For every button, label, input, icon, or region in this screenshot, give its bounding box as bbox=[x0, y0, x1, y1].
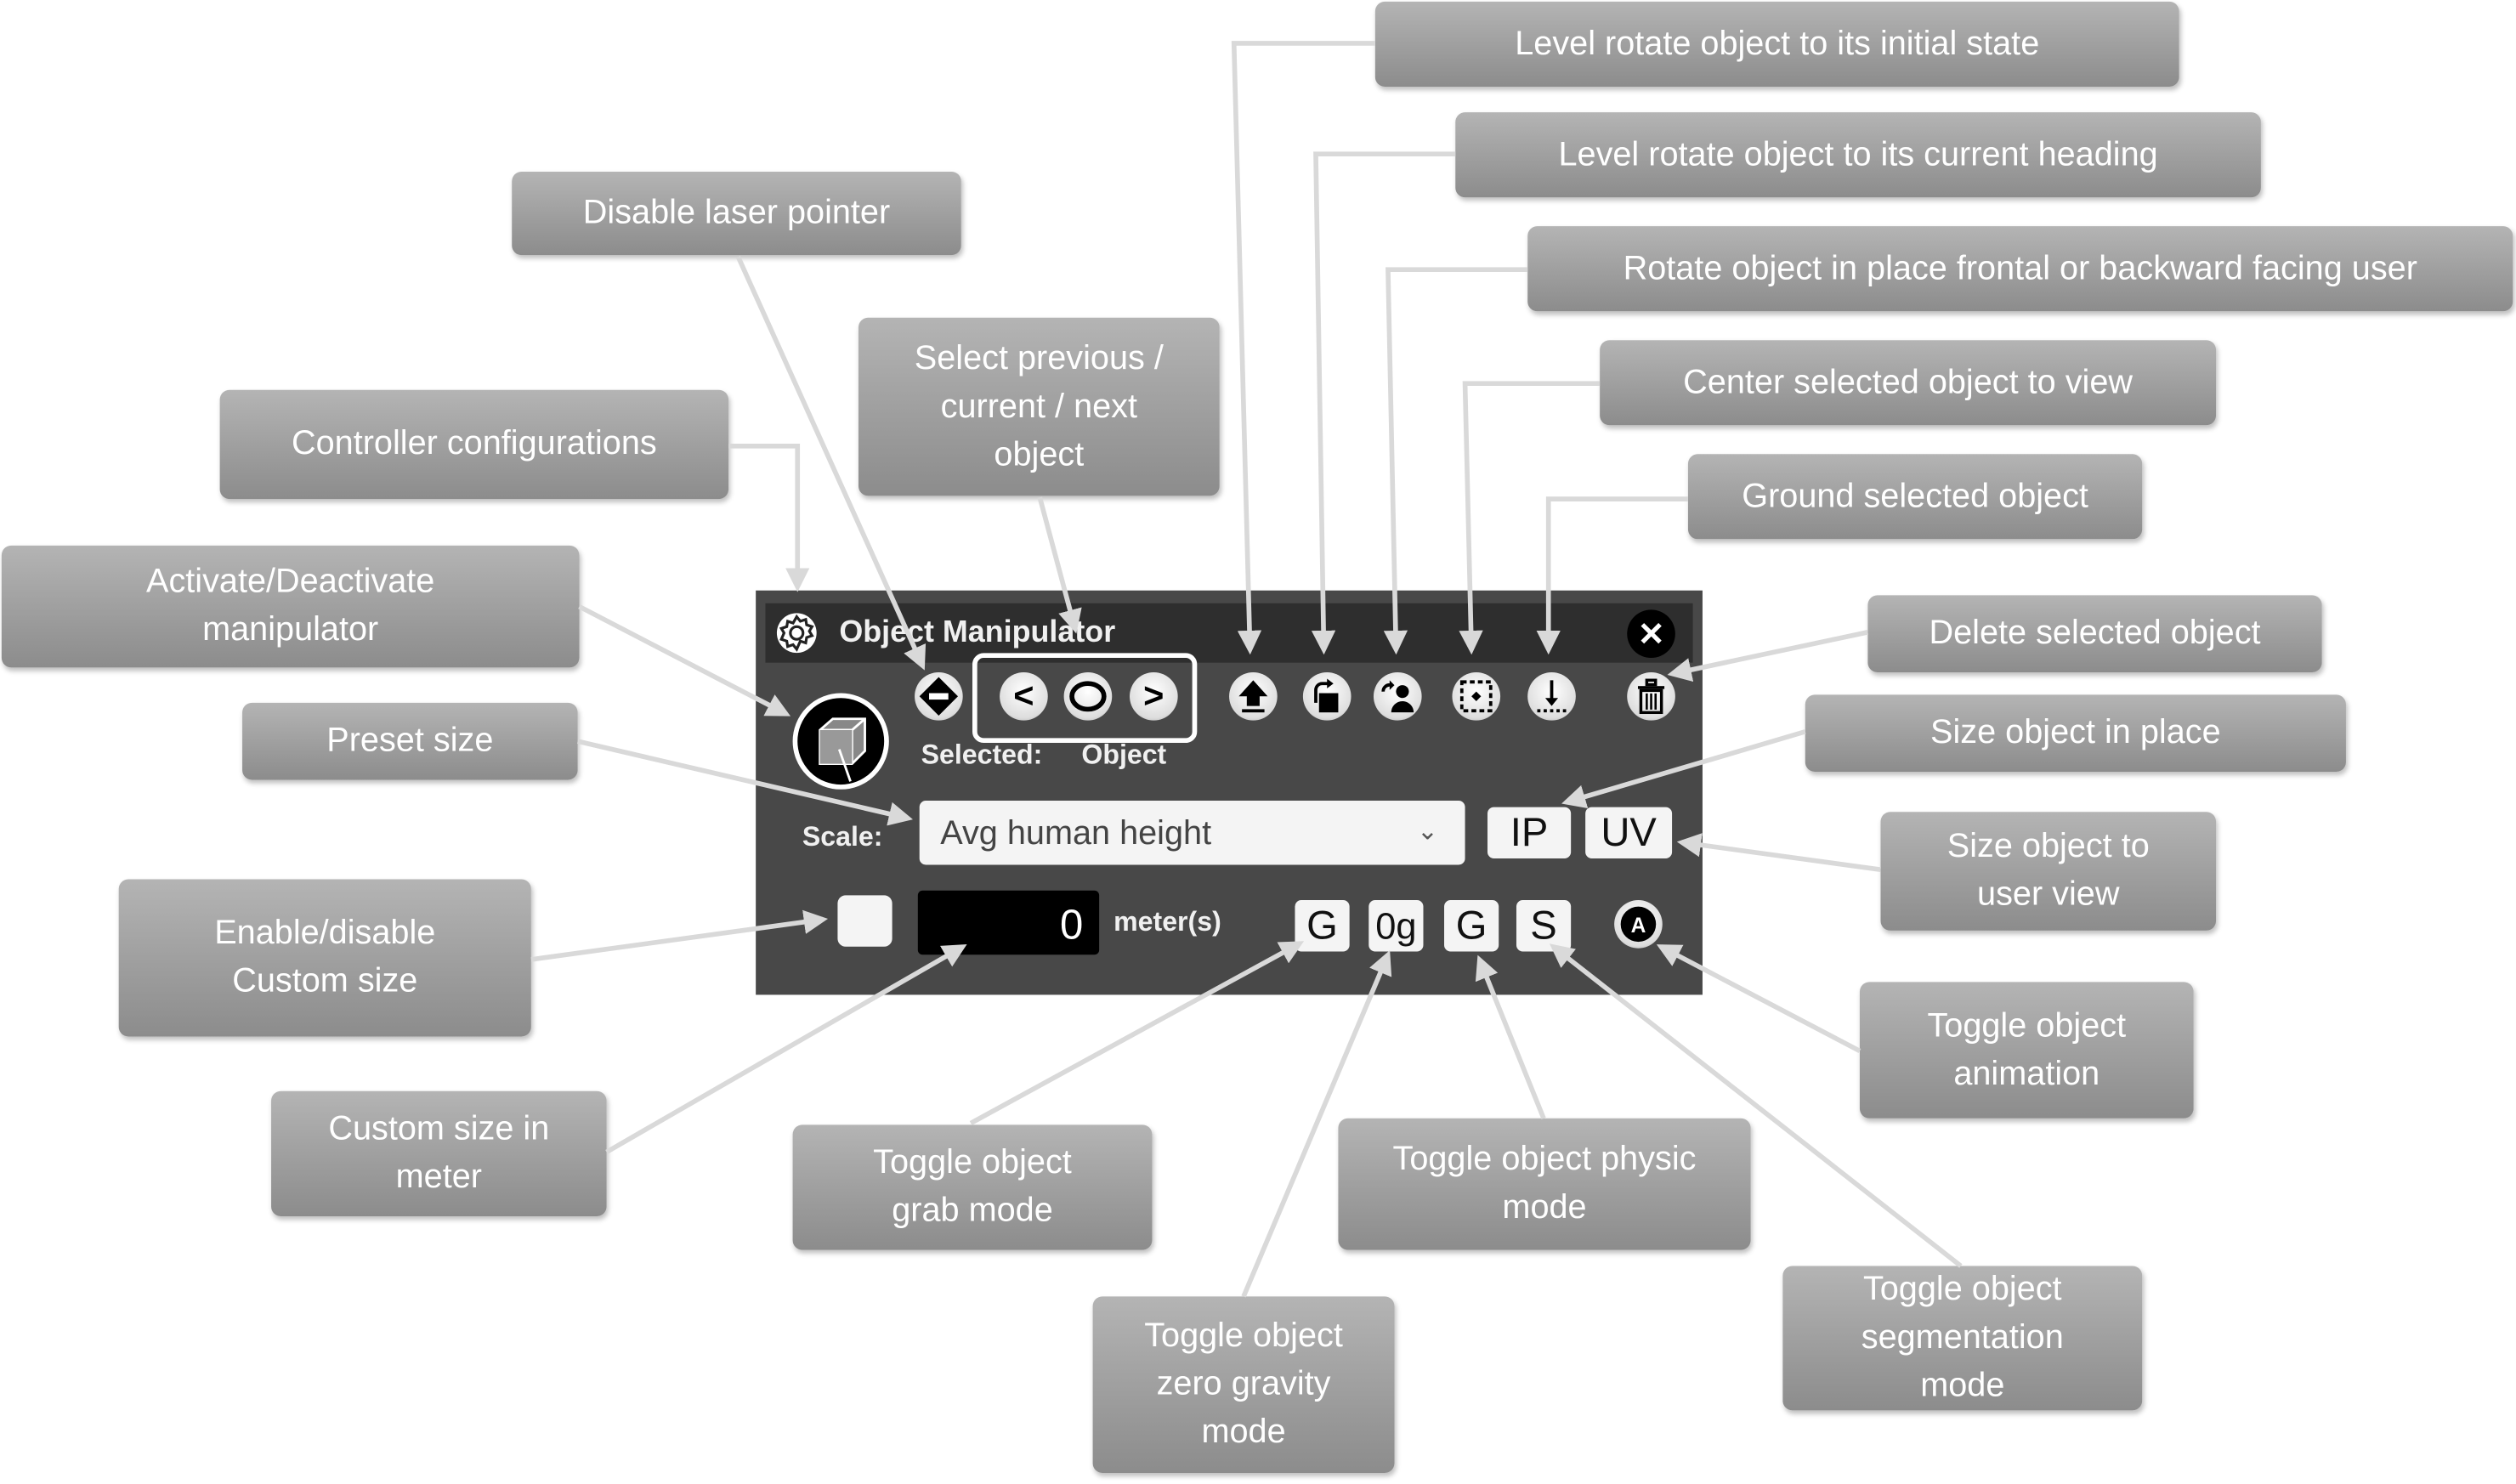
previous-object-button[interactable]: < bbox=[1000, 671, 1048, 721]
animation-icon: A bbox=[1620, 906, 1657, 943]
arrow-level-current bbox=[1311, 151, 1456, 655]
callout-preset-size: Preset size bbox=[242, 702, 578, 780]
callout-size-in-place: Size object in place bbox=[1805, 694, 2346, 773]
custom-size-checkbox[interactable] bbox=[837, 895, 892, 947]
callout-animation: Toggle object animation bbox=[1859, 982, 2194, 1119]
close-button[interactable]: ✕ bbox=[1627, 609, 1675, 658]
selected-value: Object bbox=[1081, 739, 1167, 771]
next-object-button[interactable]: > bbox=[1130, 671, 1178, 721]
callout-controller-config: Controller configurations bbox=[219, 389, 729, 500]
arrow-up-icon bbox=[1238, 680, 1268, 713]
center-view-button[interactable] bbox=[1452, 671, 1501, 721]
activate-manipulator-button[interactable] bbox=[792, 693, 889, 790]
delete-button[interactable] bbox=[1627, 671, 1675, 721]
physic-mode-button[interactable]: G bbox=[1444, 900, 1499, 952]
animation-button[interactable]: A bbox=[1614, 900, 1663, 949]
callout-activate: Activate/Deactivate manipulator bbox=[1, 545, 580, 668]
callout-segmentation: Toggle object segmentation mode bbox=[1782, 1266, 2143, 1411]
close-icon: ✕ bbox=[1637, 616, 1665, 653]
rotate-user-icon bbox=[1381, 680, 1414, 713]
scale-dropdown[interactable]: Avg human height ⌄ bbox=[919, 801, 1465, 865]
trash-icon bbox=[1637, 678, 1665, 715]
callout-select-object: Select previous / current / next object bbox=[858, 317, 1220, 496]
chevron-down-icon: ⌄ bbox=[1416, 818, 1439, 846]
scale-dropdown-value: Avg human height bbox=[940, 815, 1212, 852]
eye-icon bbox=[1069, 681, 1107, 712]
select-object-group bbox=[972, 653, 1198, 744]
arrow-user-view bbox=[1676, 833, 1881, 872]
selected-label: Selected: bbox=[921, 739, 1043, 771]
gear-icon[interactable] bbox=[775, 611, 819, 654]
callout-custom-meter: Custom size in meter bbox=[271, 1090, 607, 1216]
callout-rotate-in-place: Rotate object in place frontal or backwa… bbox=[1527, 226, 2513, 312]
callout-center-view: Center selected object to view bbox=[1600, 340, 2217, 426]
ground-arrow-icon bbox=[1537, 680, 1567, 713]
laser-toggle-icon bbox=[919, 677, 959, 716]
arrow-controller bbox=[728, 443, 810, 592]
callout-user-view: Size object to user view bbox=[1880, 812, 2217, 931]
arrow-level-initial bbox=[1231, 41, 1375, 655]
current-object-button[interactable] bbox=[1063, 671, 1113, 721]
center-focus-icon bbox=[1459, 680, 1493, 713]
grab-mode-button[interactable]: G bbox=[1295, 900, 1350, 952]
zero-gravity-button[interactable]: 0g bbox=[1368, 900, 1424, 952]
size-user-view-button[interactable]: UV bbox=[1585, 807, 1673, 858]
callout-level-initial: Level rotate object to its initial state bbox=[1374, 1, 2179, 87]
callout-level-current: Level rotate object to its current headi… bbox=[1455, 112, 2261, 198]
callout-grab: Toggle object grab mode bbox=[792, 1124, 1153, 1250]
chevron-right-icon: > bbox=[1143, 675, 1164, 716]
laser-pointer-button[interactable] bbox=[915, 671, 963, 721]
rotate-facing-button[interactable] bbox=[1373, 671, 1422, 721]
callout-physic: Toggle object physic mode bbox=[1338, 1118, 1751, 1250]
object-manipulator-panel: Object Manipulator ✕ < > Selected: Objec… bbox=[756, 590, 1703, 995]
scale-label: Scale: bbox=[802, 821, 883, 852]
callout-enable-custom: Enable/disable Custom size bbox=[118, 879, 531, 1037]
callout-disable-laser: Disable laser pointer bbox=[512, 171, 961, 256]
unit-label: meter(s) bbox=[1114, 906, 1221, 937]
callout-zero-gravity: Toggle object zero gravity mode bbox=[1092, 1296, 1395, 1474]
rotate-square-icon bbox=[1314, 678, 1339, 713]
ground-button[interactable] bbox=[1527, 671, 1576, 721]
level-initial-button[interactable] bbox=[1229, 671, 1278, 721]
custom-size-value: 0 bbox=[1059, 900, 1084, 949]
chevron-left-icon: < bbox=[1013, 675, 1034, 716]
size-in-place-button[interactable]: IP bbox=[1487, 807, 1572, 858]
custom-size-input[interactable]: 0 bbox=[917, 890, 1100, 955]
level-current-button[interactable] bbox=[1302, 671, 1352, 721]
cube-icon bbox=[819, 717, 866, 782]
callout-delete: Delete selected object bbox=[1867, 595, 2322, 672]
panel-title: Object Manipulator bbox=[839, 615, 1116, 650]
callout-ground: Ground selected object bbox=[1687, 454, 2143, 540]
segmentation-mode-button[interactable]: S bbox=[1516, 900, 1572, 952]
